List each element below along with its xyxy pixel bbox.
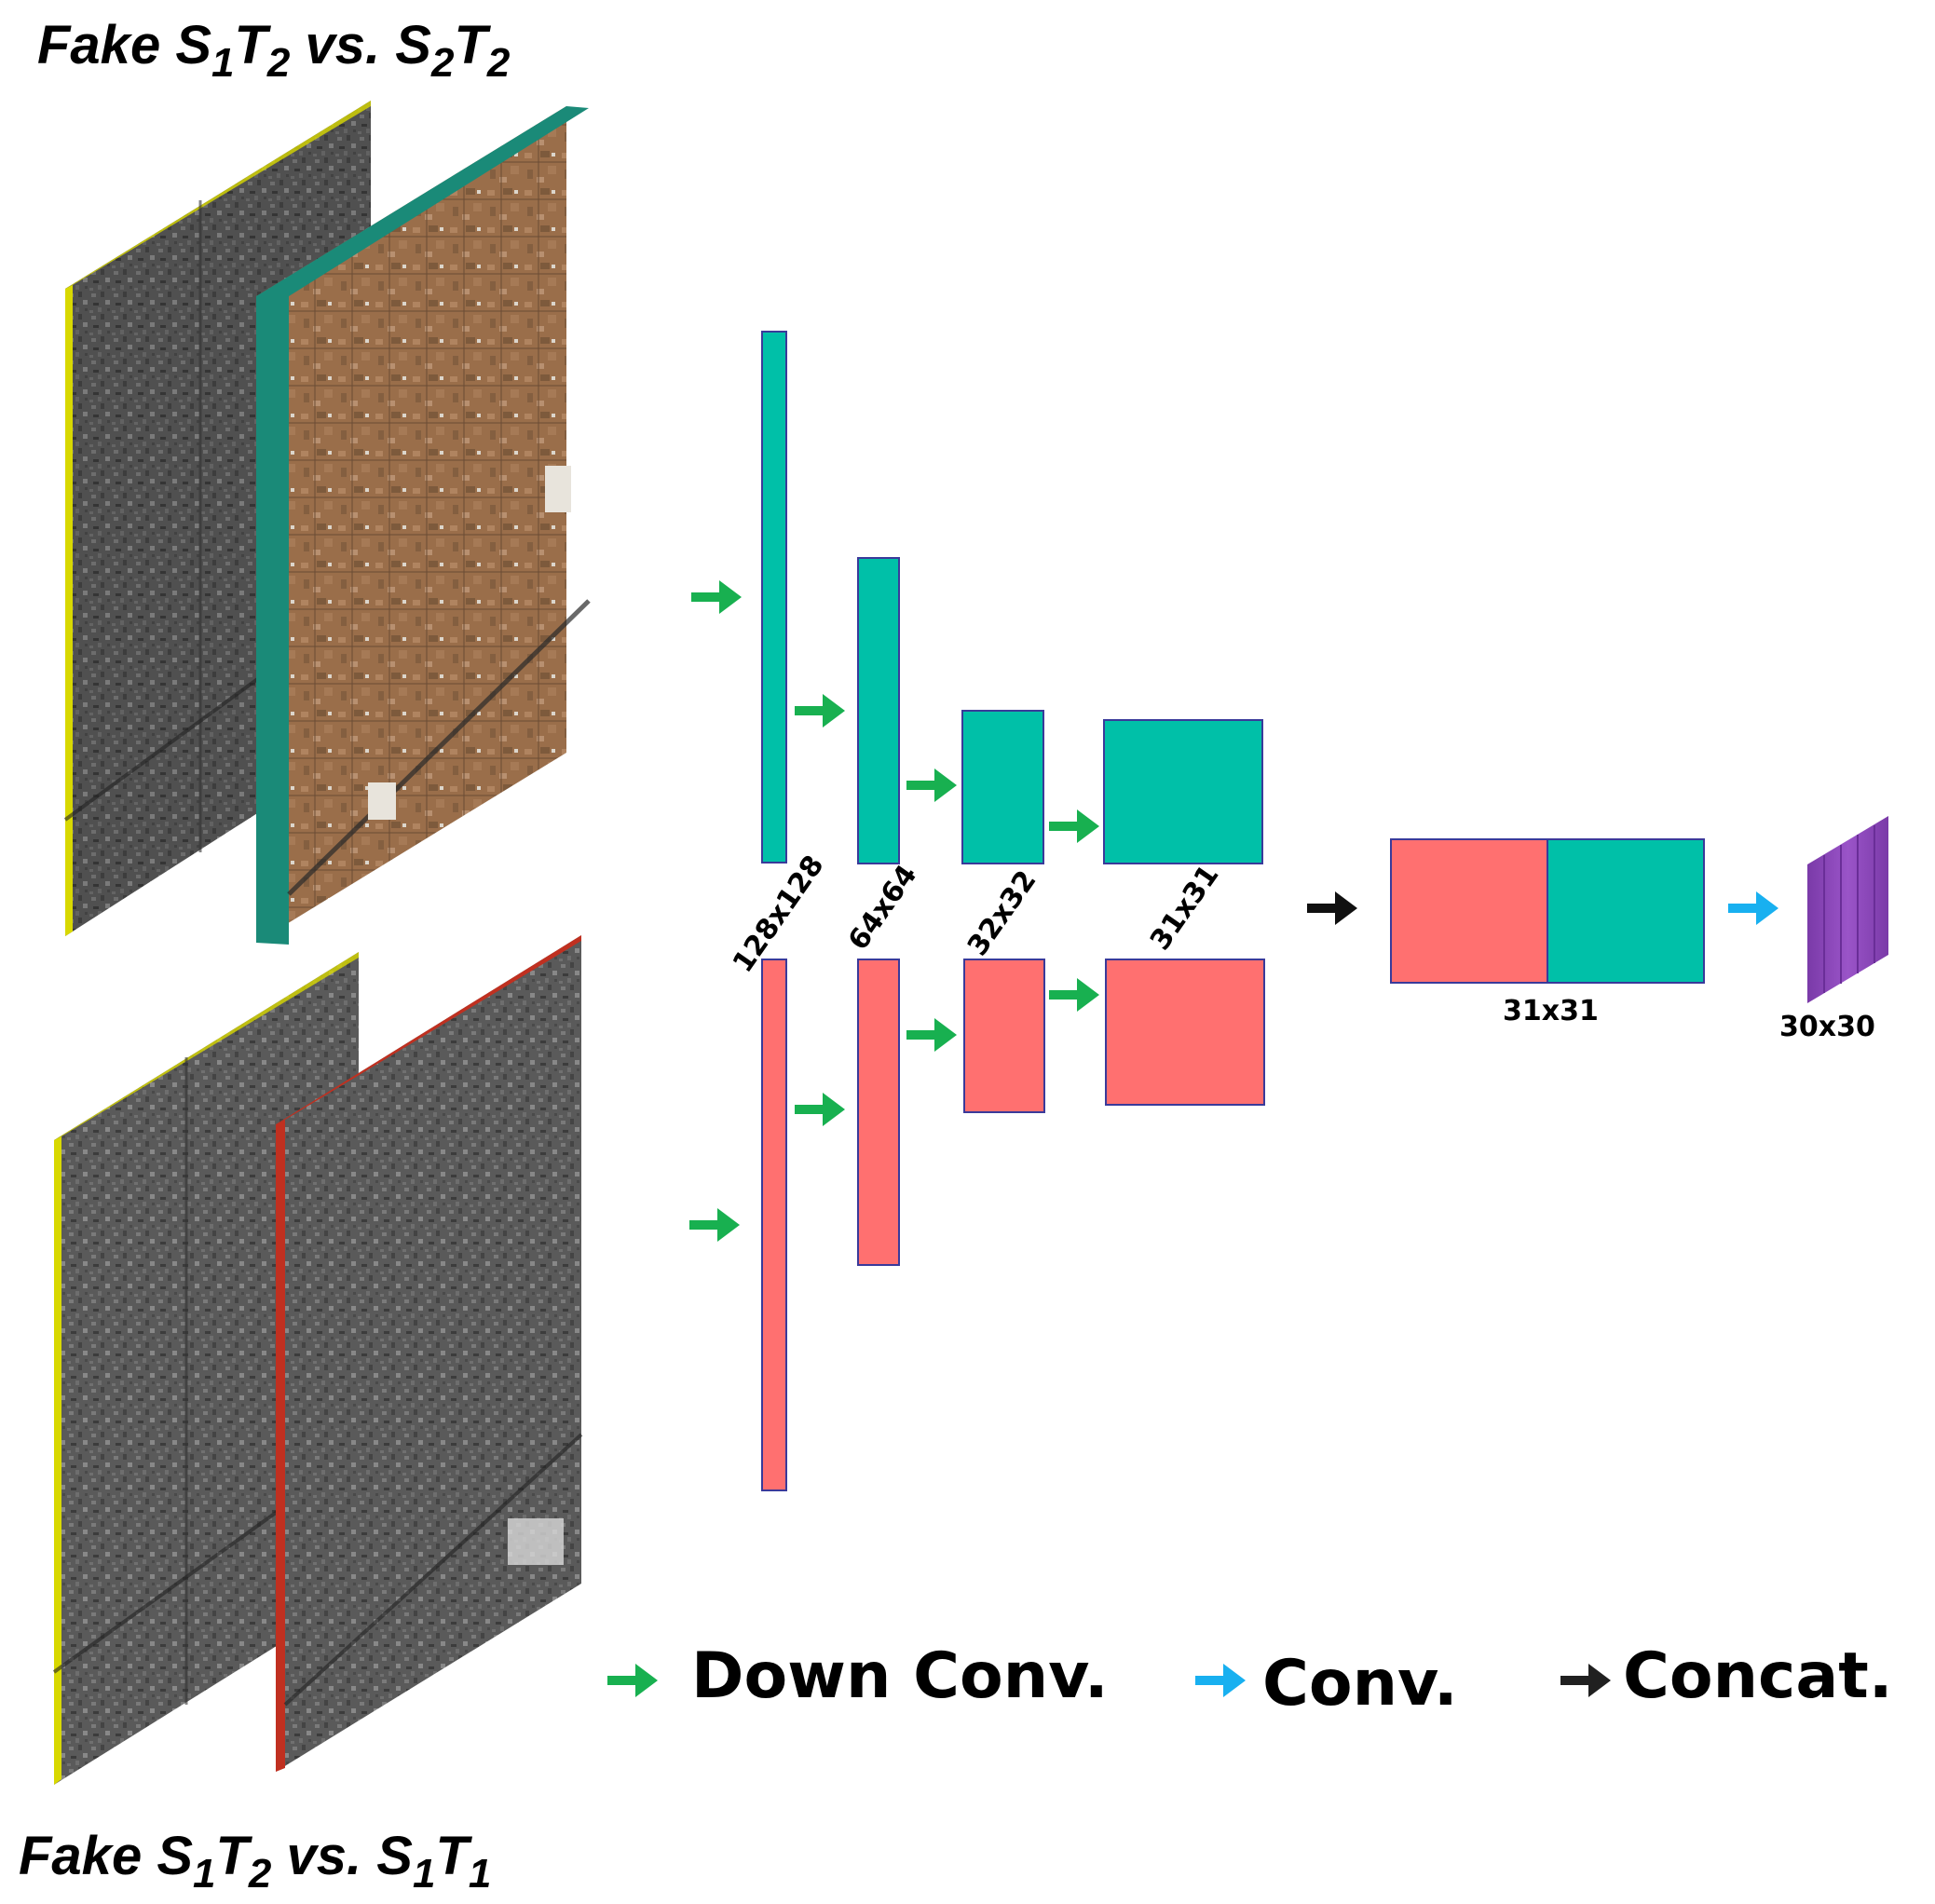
arrow-right-icon bbox=[1049, 978, 1099, 1012]
svg-text:Conv.: Conv. bbox=[1262, 1647, 1458, 1720]
top-block-2 bbox=[857, 557, 900, 864]
concat-dim-label: 31x31 bbox=[1503, 995, 1599, 1027]
concat-arrow bbox=[1307, 891, 1357, 925]
top-block-1 bbox=[761, 331, 787, 864]
bottom-sar-image-back bbox=[276, 935, 583, 1772]
bottom-feature-stream bbox=[761, 959, 1265, 1491]
arrow-right-icon bbox=[1049, 809, 1099, 843]
arrow-right-icon bbox=[691, 580, 742, 614]
arrow-right-icon bbox=[795, 694, 845, 728]
bottom-block-1 bbox=[761, 959, 787, 1491]
svg-text:Fake S1T2 vs. S1T1: Fake S1T2 vs. S1T1 bbox=[19, 1826, 491, 1897]
svg-text:Fake S1T2 vs. S2T2: Fake S1T2 vs. S2T2 bbox=[37, 15, 511, 86]
down-conv-arrows bbox=[689, 580, 1099, 1242]
arrow-right-icon bbox=[1560, 1664, 1611, 1697]
bottom-block-4 bbox=[1105, 959, 1265, 1106]
legend-down-conv: Down Conv. bbox=[607, 1639, 1109, 1713]
dim-label-64: 64x64 bbox=[842, 859, 924, 956]
top-block-4 bbox=[1103, 719, 1263, 864]
arrow-right-icon bbox=[795, 1093, 845, 1126]
concat-block bbox=[1390, 838, 1705, 984]
caption-top: Fake S1T2 vs. S2T2 bbox=[37, 15, 511, 86]
arrow-right-icon bbox=[906, 1018, 957, 1052]
arrow-right-icon bbox=[906, 768, 957, 802]
top-block-3 bbox=[961, 710, 1044, 864]
legend-concat: Concat. bbox=[1560, 1639, 1893, 1713]
dim-label-31: 31x31 bbox=[1144, 859, 1226, 956]
svg-text:Concat.: Concat. bbox=[1623, 1639, 1893, 1713]
legend-conv: Conv. bbox=[1195, 1647, 1458, 1720]
legend: Down Conv. Conv. Concat. bbox=[607, 1639, 1893, 1720]
dim-label-32: 32x32 bbox=[961, 864, 1043, 961]
conv-arrow bbox=[1728, 891, 1778, 925]
arrow-right-icon bbox=[689, 1208, 740, 1242]
output-patch bbox=[1807, 816, 1888, 1003]
top-feature-stream bbox=[761, 331, 1263, 864]
bottom-block-3 bbox=[963, 959, 1045, 1113]
svg-text:Down Conv.: Down Conv. bbox=[691, 1639, 1109, 1713]
bottom-block-2 bbox=[857, 959, 900, 1266]
output-dim-label: 30x30 bbox=[1779, 1011, 1875, 1043]
top-optical-image bbox=[256, 106, 591, 945]
arrow-right-icon bbox=[607, 1664, 658, 1697]
caption-bottom: Fake S1T2 vs. S1T1 bbox=[19, 1826, 491, 1897]
arrow-right-icon bbox=[1195, 1664, 1246, 1697]
